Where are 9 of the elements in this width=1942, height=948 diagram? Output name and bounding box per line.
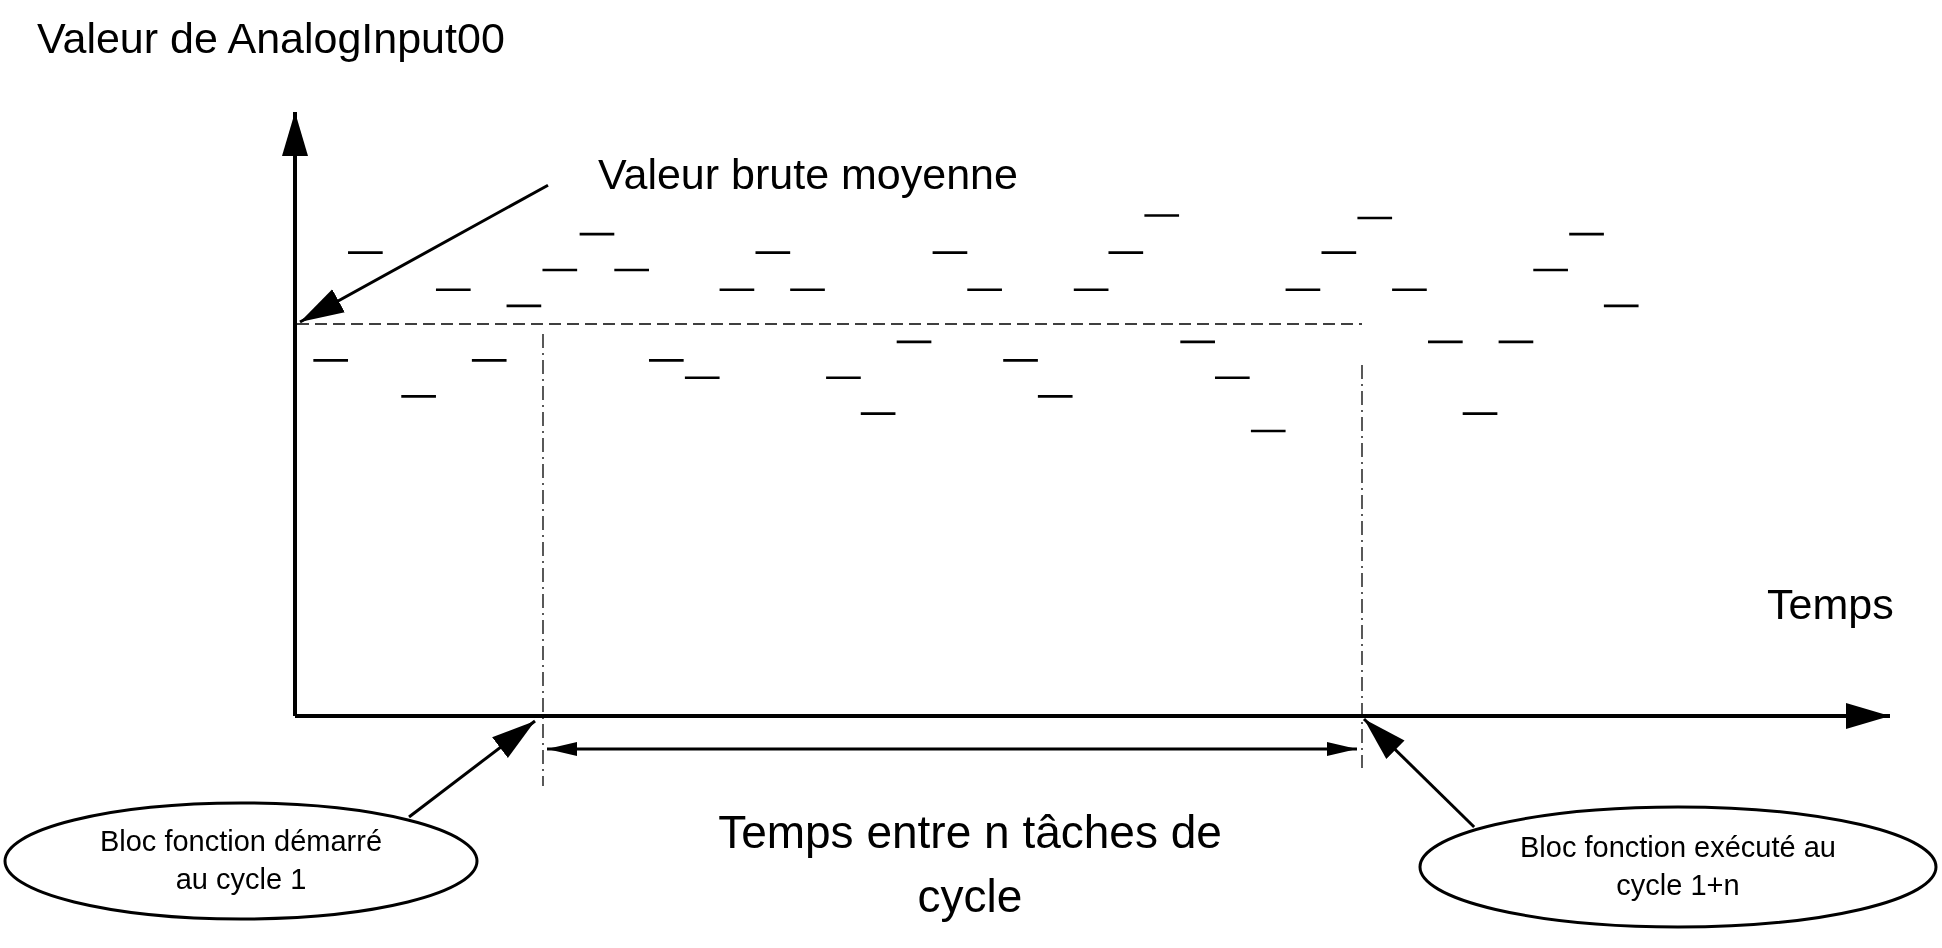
arrow (408, 719, 536, 819)
axis-title: Valeur de AnalogInput00 (37, 14, 505, 63)
ellipse-callout: Bloc fonction démarré au cycle 1 (3, 801, 479, 921)
dimension-label: Temps entre n tâches de cycle (717, 805, 1223, 925)
axis-label: Temps (1767, 580, 1894, 629)
arrow (1362, 717, 1476, 829)
leader-arrow (299, 183, 549, 324)
annotation-text: Valeur brute moyenne (548, 146, 1168, 202)
ellipse-callout: Bloc fonction exécuté au cycle 1+n (1418, 805, 1938, 929)
